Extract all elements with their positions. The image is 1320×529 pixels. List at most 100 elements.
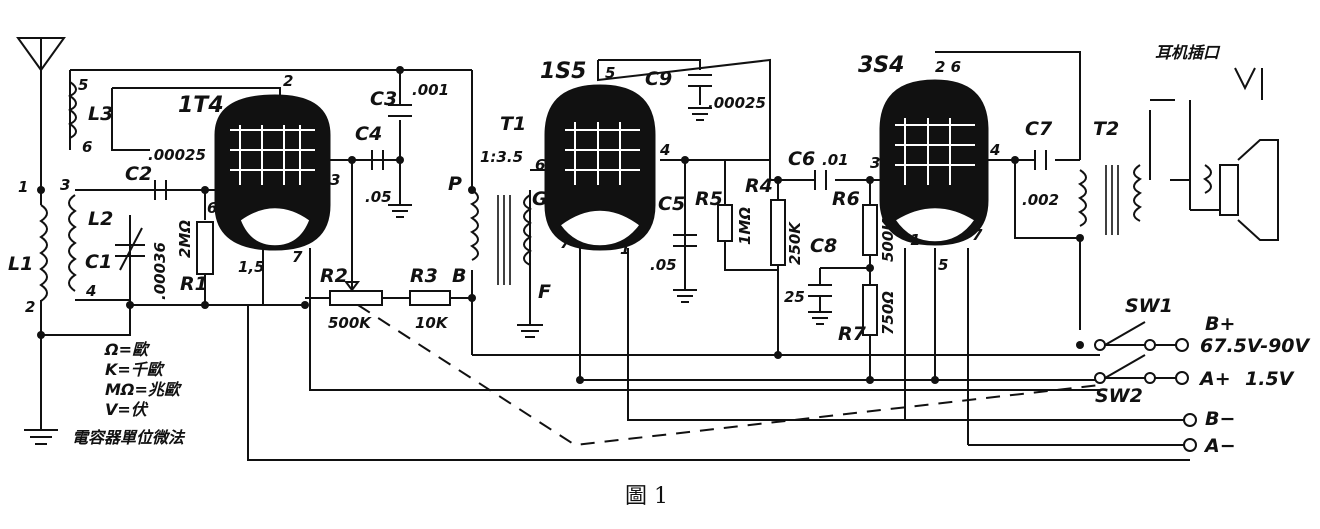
tube-3s4-label: 3S4: [858, 53, 904, 78]
pin-l2-top: 3: [60, 176, 70, 194]
headphone-jack-label: 耳机插口: [1155, 43, 1221, 62]
pin-1t4-7: 7: [292, 248, 303, 266]
value-l3-cap: .00025: [148, 146, 206, 164]
a-minus-rail: [247, 305, 1190, 461]
sw1-pivot: [1094, 339, 1106, 351]
coil-t2-primary: [1078, 169, 1087, 227]
pin-1t4-3: 3: [330, 171, 340, 189]
label-l2: L2: [88, 208, 113, 230]
label-r4: R4: [745, 175, 773, 197]
sw2-contact: [1144, 372, 1156, 384]
pin-1s5-7: 7: [560, 234, 571, 252]
label-c8: C8: [810, 235, 837, 257]
label-b: B: [452, 265, 466, 287]
capacitor-c8: [808, 268, 832, 312]
l3-cap-lead: [111, 88, 150, 151]
label-r5: R5: [695, 188, 723, 210]
tube-1t4-label: 1T4: [178, 93, 224, 118]
label-p: P: [448, 173, 462, 195]
antenna-icon: [16, 37, 66, 72]
capacitor-c3: [388, 104, 412, 117]
capacitor-c6: [814, 170, 827, 190]
sw2-pivot: [1094, 372, 1106, 384]
junction-dots: [37, 66, 1084, 384]
pin-l1-bot: 2: [25, 298, 35, 316]
ground-icon-c8: [808, 311, 832, 325]
b-minus-rail: [627, 248, 1190, 421]
capacitor-c9: [688, 74, 712, 105]
resistor-r3: [409, 290, 451, 306]
pin-1s5-1: 1: [620, 240, 630, 258]
value-c6: .01: [822, 151, 849, 169]
supply-bplus: B+: [1205, 313, 1235, 335]
label-c6: C6: [788, 148, 815, 170]
label-c4: C4: [355, 123, 382, 145]
pin-3s4-26: 2 6: [935, 58, 961, 76]
supply-aplus-v: 1.5V: [1245, 368, 1295, 390]
value-c1: .00036: [151, 242, 169, 300]
switch-sw1: [1104, 321, 1146, 346]
switch-leads: [1100, 344, 1180, 379]
label-r1: R1: [180, 273, 208, 295]
ground-icon-c4: [388, 204, 412, 218]
label-c1: C1: [85, 251, 112, 273]
value-r4: 250K: [786, 221, 804, 265]
tube3-screen: [935, 51, 1081, 160]
supply-bminus: B−: [1205, 408, 1235, 430]
label-c2: C2: [125, 163, 152, 185]
coil-t1-secondary: [497, 194, 532, 285]
speaker-magnet: [1219, 164, 1239, 216]
terminal-bplus: [1175, 338, 1189, 352]
supply-bplus-v: 67.5V-90V: [1200, 335, 1311, 357]
capacitor-c2: [154, 180, 167, 200]
ground-icon-t1: [517, 324, 543, 338]
tube-3s4: [879, 79, 989, 246]
capacitor-c7: [1034, 150, 1047, 170]
pin-1s5-5: 5: [605, 64, 615, 82]
pin-l2-bot: 4: [85, 282, 96, 300]
label-r2: R2: [320, 265, 348, 287]
value-r3: 10K: [415, 314, 449, 332]
r2-wiper-arrow: [344, 281, 360, 292]
c7-lead: [1014, 159, 1080, 239]
c9-lead: [598, 59, 701, 70]
coil-l3: [68, 81, 77, 139]
label-l1: L1: [8, 253, 33, 275]
supply-aminus: A−: [1203, 435, 1236, 457]
legend-kohm: K=千歐: [105, 360, 166, 379]
label-t2: T2: [1093, 118, 1119, 140]
pin-1s5-6: 6: [535, 156, 545, 174]
value-c3: .001: [412, 81, 449, 99]
label-r7: R7: [838, 323, 867, 345]
label-l3: L3: [88, 103, 113, 125]
label-t1: T1: [500, 113, 526, 135]
pin-1s5-4: 4: [659, 141, 670, 159]
pin-3s4-5: 5: [938, 256, 948, 274]
c8-lead: [820, 267, 871, 285]
sw1-contact: [1144, 339, 1156, 351]
value-c7: .002: [1022, 191, 1059, 209]
value-r5: 1MΩ: [736, 207, 754, 245]
capacitor-c4: [371, 150, 384, 170]
label-c5: C5: [658, 193, 685, 215]
pin-3s4-4: 4: [989, 141, 1000, 159]
value-r2: 500K: [328, 314, 372, 332]
pin-3s4-1: 1: [910, 231, 920, 249]
value-c5: .05: [650, 256, 677, 274]
figure-caption: 圖 1: [625, 484, 668, 509]
jack-icon: [1234, 67, 1263, 100]
ground-return: [41, 300, 131, 336]
value-c4: .05: [365, 188, 392, 206]
a-plus-rail: [309, 248, 1100, 391]
resistor-r2: [329, 290, 383, 306]
speaker-cone: [1237, 139, 1279, 241]
resistor-r7: [862, 284, 878, 336]
tube-1t4: [214, 94, 331, 251]
label-c9: C9: [645, 68, 672, 90]
label-f: F: [538, 281, 551, 303]
value-t1-ratio: 1:3.5: [480, 148, 523, 166]
switch-sw2: [1104, 354, 1146, 379]
pin-3s4-3: 3: [870, 154, 880, 172]
supply-aplus: A+: [1198, 368, 1231, 390]
